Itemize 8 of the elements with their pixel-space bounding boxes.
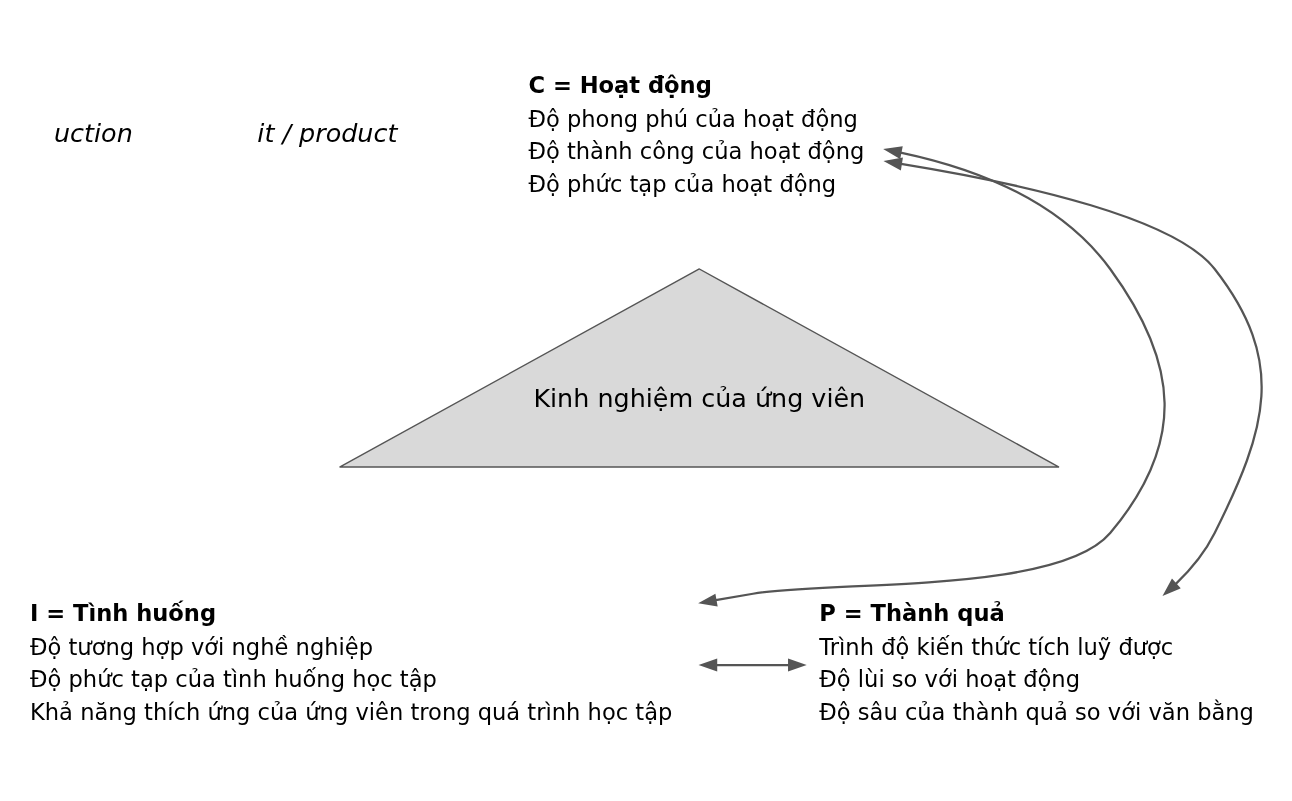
- node-text: P = Thành quả Trình độ kiến thức tích luỹ được Độ lùi so với hoạt động Độ sâu của thành quả so với văn bằng: [819, 599, 1254, 725]
- label: uction: [54, 117, 133, 148]
- arrow: [698, 658, 807, 672]
- arrow: [883, 157, 1263, 596]
- node-text: C = Hoạt động Độ phong phú của hoạt động Độ thành công của hoạt động Độ phức tạp của hoạt động: [528, 71, 865, 197]
- node-text: I = Tình huống Độ tương hợp với nghề nghiệp Độ phức tạp của tình huống học tập Khả năng thích ứng của ứng viên trong quá trình học tập: [30, 599, 673, 725]
- label: it / product: [257, 117, 398, 148]
- arrow: [698, 145, 1166, 606]
